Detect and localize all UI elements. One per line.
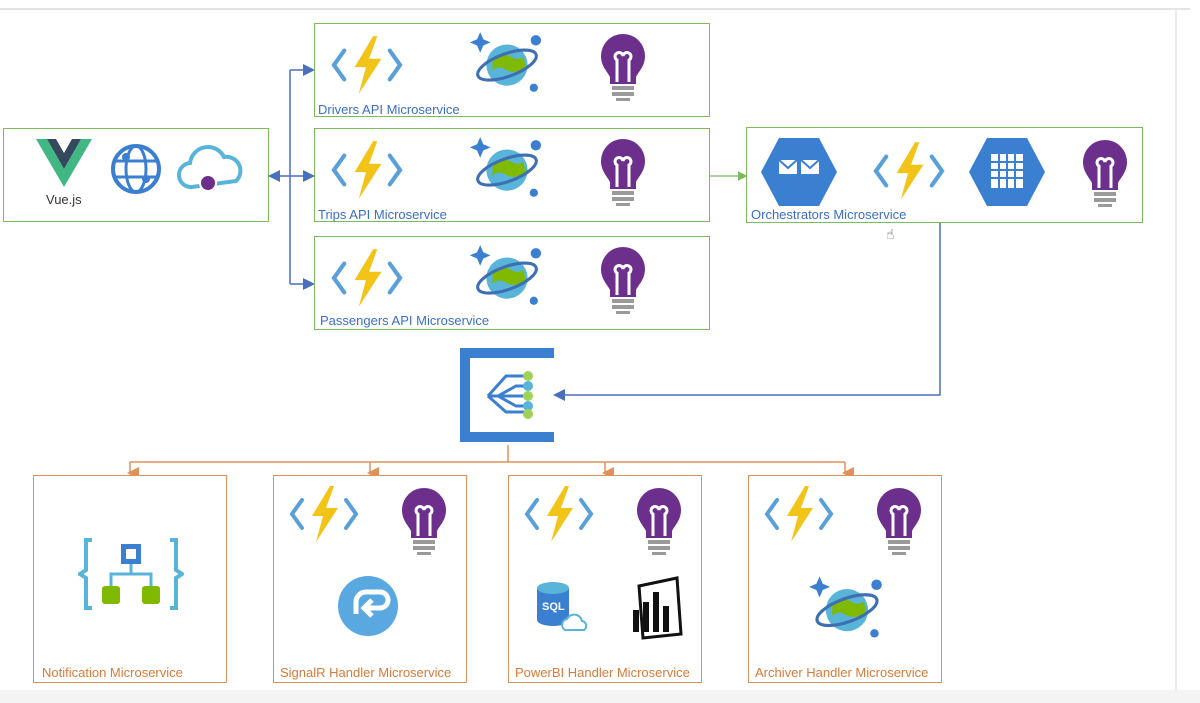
app-insights-icon [599,245,647,315]
app-insights-icon [1081,138,1129,208]
vue-label: Vue.js [46,192,82,207]
vue-logo-icon [36,139,92,187]
azure-functions-icon [290,484,358,544]
queue-storage-icon [761,138,837,206]
frame-top-edge [0,8,1190,10]
notification-box: Notification Microservice [33,475,227,683]
trips-api-label: Trips API Microservice [318,207,447,222]
app-insights-icon [599,137,647,207]
table-storage-icon [969,138,1045,206]
drivers-api-label: Drivers API Microservice [318,102,460,117]
drivers-api-box: Drivers API Microservice [314,23,710,117]
app-insights-icon [875,486,923,556]
power-bi-icon [633,576,683,640]
app-insights-icon [599,32,647,102]
orchestrators-to-eventgrid-arrow [553,223,941,401]
app-insights-icon [400,486,448,556]
frame-bottom-edge [0,690,1200,703]
logic-app-icon [78,538,184,610]
cosmos-db-icon [469,30,543,94]
cosmos-db-icon [809,574,884,640]
archiver-label: Archiver Handler Microservice [755,665,929,680]
orchestrators-box: Orchestrators Microservice [746,127,1143,223]
signalr-label: SignalR Handler Microservice [280,665,452,680]
frame-right-edge [1175,10,1177,690]
svg-text:SQL: SQL [542,601,565,613]
sql-database-icon: SQL [537,582,588,631]
azure-functions-icon [329,247,405,309]
frontend-box: Vue.js [3,128,269,222]
trips-api-box: Trips API Microservice [314,128,710,222]
cosmos-db-icon [469,135,543,199]
azure-functions-icon [525,484,593,544]
web-app-icon [111,144,161,194]
powerbi-box: SQL PowerBI Handler Microservice [508,475,702,683]
passengers-api-box: Passengers API Microservice [314,236,710,330]
signalr-box: SignalR Handler Microservice [273,475,467,683]
azure-functions-icon [765,484,833,544]
azure-functions-icon [871,140,947,202]
hand-cursor-icon: ☝ [886,226,895,242]
archiver-box: Archiver Handler Microservice [748,475,942,683]
powerbi-label: PowerBI Handler Microservice [515,665,690,680]
cloud-service-icon [177,145,243,192]
cosmos-db-icon [469,243,543,307]
app-insights-icon [635,486,683,556]
orchestrators-label: Orchestrators Microservice [751,207,907,222]
signalr-icon [338,576,398,636]
event-grid-icon [460,348,554,442]
notification-label: Notification Microservice [42,665,183,680]
azure-functions-icon [329,34,405,96]
passengers-api-label: Passengers API Microservice [320,313,490,328]
azure-functions-icon [329,139,405,201]
